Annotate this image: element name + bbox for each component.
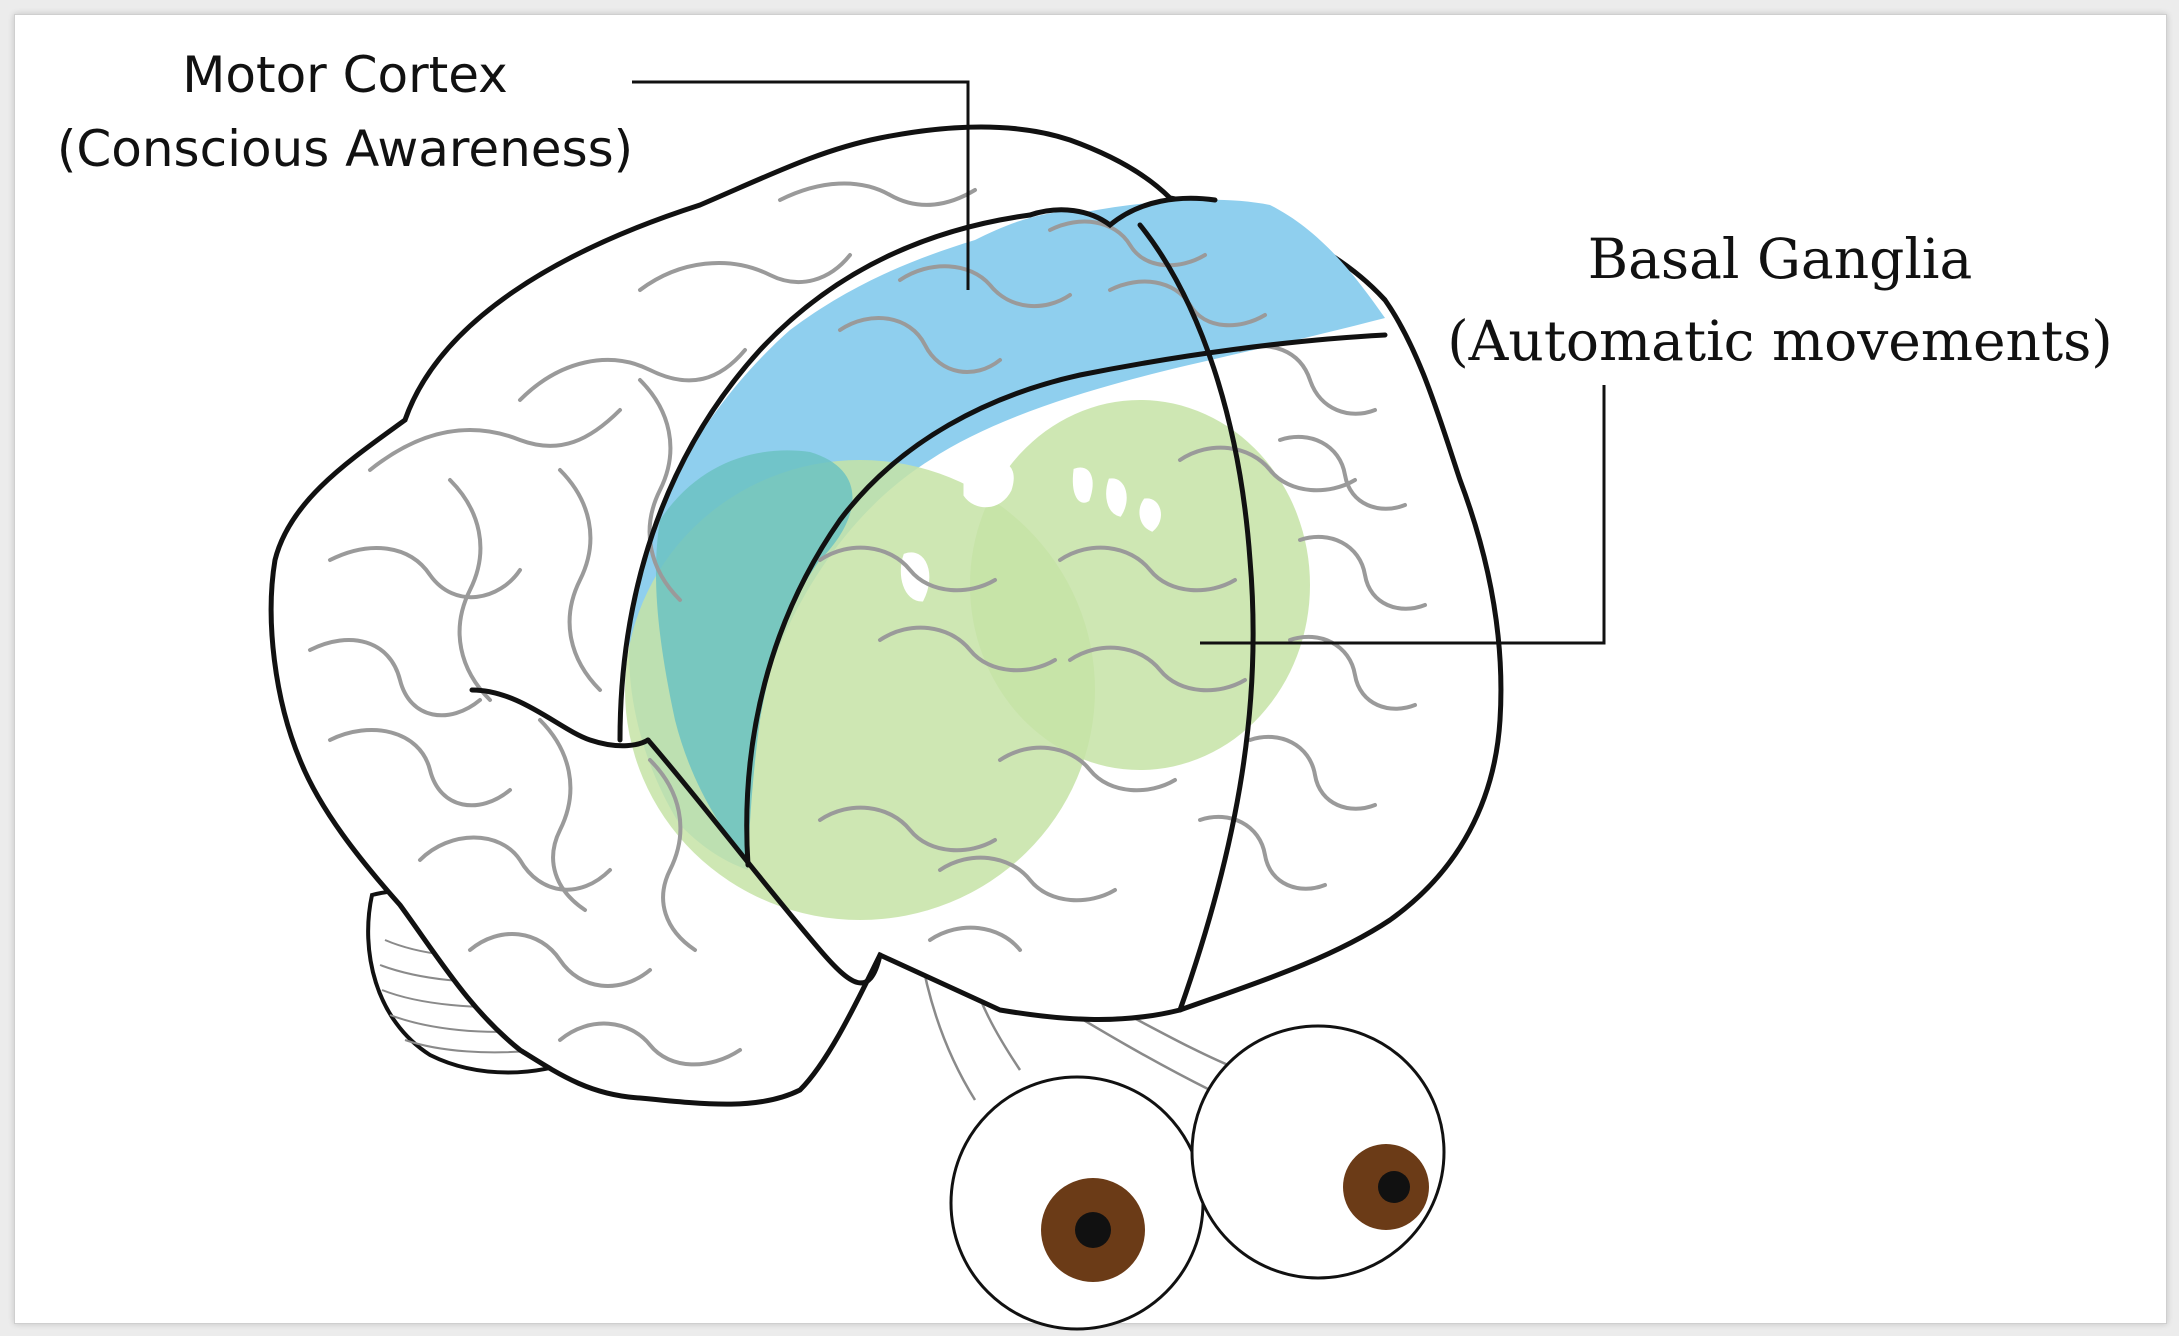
- motor-cortex-subtitle: (Conscious Awareness): [57, 120, 633, 178]
- motor-cortex-label: Motor Cortex (Conscious Awareness): [57, 46, 633, 178]
- right-eye: [1192, 1026, 1444, 1278]
- basal-ganglia-title: Basal Ganglia: [1588, 227, 1973, 291]
- basal-ganglia-label: Basal Ganglia (Automatic movements): [1447, 227, 2113, 373]
- left-pupil: [1075, 1212, 1111, 1248]
- right-pupil: [1378, 1171, 1410, 1203]
- basal-ganglia-right-lobe: [970, 400, 1310, 770]
- left-eye: [951, 1077, 1203, 1329]
- motor-cortex-title: Motor Cortex: [182, 46, 508, 104]
- basal-ganglia-subtitle: (Automatic movements): [1447, 309, 2113, 373]
